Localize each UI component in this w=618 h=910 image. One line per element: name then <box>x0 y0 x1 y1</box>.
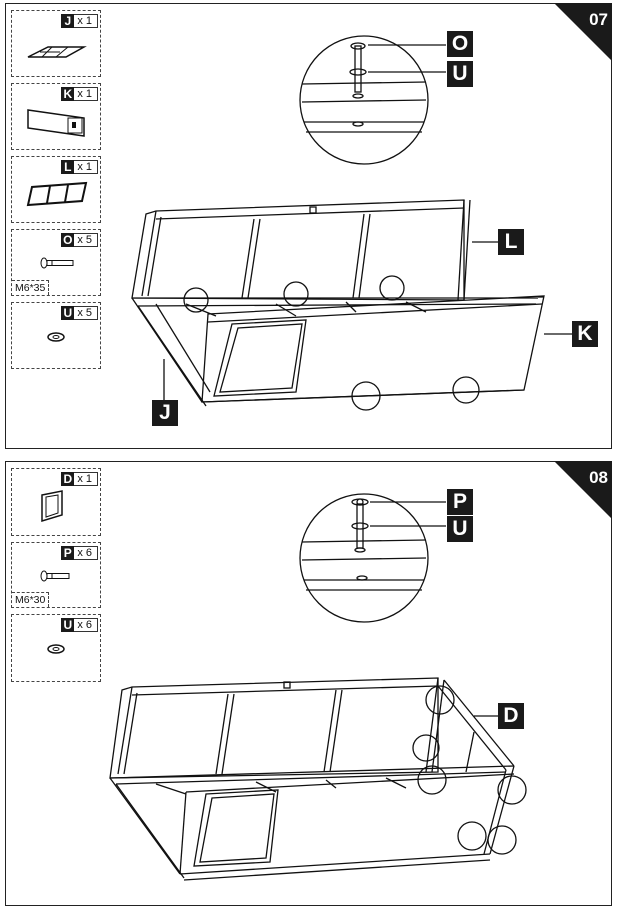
washer-icon <box>12 633 100 681</box>
bolt-icon <box>12 248 100 295</box>
part-letter: K <box>61 86 75 101</box>
step-number: 07 <box>589 10 608 29</box>
part-letter: U <box>61 617 75 632</box>
callout-end-panel: J <box>152 400 178 426</box>
part-qty: x 1 <box>74 159 98 174</box>
part-qty: x 6 <box>74 545 98 560</box>
callout-bolt: O <box>447 31 473 57</box>
step-number-corner: 08 <box>554 461 612 519</box>
k-panel-icon <box>12 102 100 149</box>
part-letter: L <box>61 159 75 174</box>
bolt-spec: M6*30 <box>12 592 50 607</box>
washer-icon <box>12 321 100 368</box>
j-panel-icon <box>12 29 100 76</box>
bolt-spec: M6*35 <box>12 280 50 295</box>
part-qty: x 5 <box>74 232 98 247</box>
part-qty: x 1 <box>74 86 98 101</box>
part-letter: D <box>61 471 75 486</box>
step-08-assembly-drawing <box>109 493 527 881</box>
d-panel-icon <box>12 487 100 535</box>
part-letter: J <box>61 13 75 28</box>
callout-door-panel: D <box>498 703 524 729</box>
step-number: 08 <box>589 468 608 487</box>
callout-bolt: P <box>447 489 473 515</box>
callout-frame: L <box>498 229 524 255</box>
part-qty: x 1 <box>74 471 98 486</box>
l-frame-icon <box>12 175 100 222</box>
part-qty: x 5 <box>74 305 98 320</box>
part-qty: x 6 <box>74 617 98 632</box>
part-letter: P <box>61 545 75 560</box>
callout-washer: U <box>447 516 473 542</box>
step-number-corner: 07 <box>554 3 612 61</box>
step-07-assembly-drawing <box>131 35 572 411</box>
callout-washer: U <box>447 61 473 87</box>
part-qty: x 1 <box>74 13 98 28</box>
part-letter: U <box>61 305 75 320</box>
part-letter: O <box>61 232 75 247</box>
callout-side-panel: K <box>572 321 598 347</box>
bolt-icon <box>12 561 100 607</box>
